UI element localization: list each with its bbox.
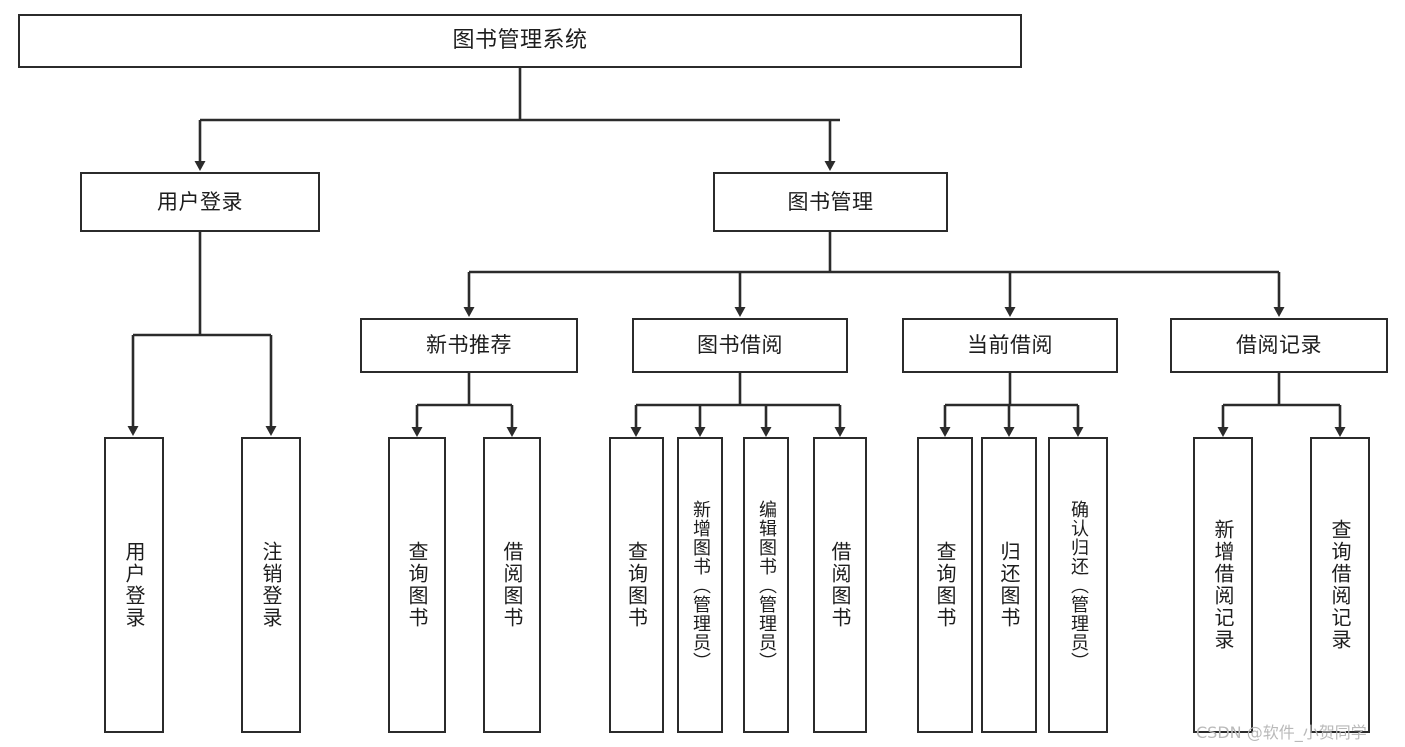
node-root[interactable]: 图书管理系统 <box>18 14 1022 68</box>
leaf-query-book-2[interactable]: 查询图书 <box>609 437 664 733</box>
leaf-edit-book-label: 编辑图书（管理员） <box>756 499 777 671</box>
node-new-book-rec-label: 新书推荐 <box>426 333 512 358</box>
node-user-login-label: 用户登录 <box>157 189 243 214</box>
leaf-add-record-label: 新增借阅记录 <box>1211 519 1235 651</box>
node-book-manage-label: 图书管理 <box>787 189 874 214</box>
node-borrow-record-label: 借阅记录 <box>1236 333 1322 358</box>
leaf-logout[interactable]: 注销登录 <box>241 437 301 733</box>
node-book-manage[interactable]: 图书管理 <box>713 172 948 232</box>
node-current-borrow-label: 当前借阅 <box>967 333 1053 358</box>
leaf-confirm-return[interactable]: 确认归还（管理员） <box>1048 437 1108 733</box>
leaf-return-book[interactable]: 归还图书 <box>981 437 1037 733</box>
node-user-login[interactable]: 用户登录 <box>80 172 320 232</box>
leaf-query-book-1[interactable]: 查询图书 <box>388 437 446 733</box>
csdn-watermark: CSDN @软件_小贺同学 <box>1196 723 1367 742</box>
leaf-user-login-label: 用户登录 <box>122 541 146 629</box>
leaf-confirm-return-label: 确认归还（管理员） <box>1068 499 1089 671</box>
leaf-borrow-book-2-label: 借阅图书 <box>828 541 852 629</box>
leaf-query-record-label: 查询借阅记录 <box>1328 519 1352 651</box>
leaf-borrow-book-1-label: 借阅图书 <box>500 541 524 629</box>
leaf-add-record[interactable]: 新增借阅记录 <box>1193 437 1253 733</box>
leaf-logout-label: 注销登录 <box>259 541 283 629</box>
leaf-query-book-1-label: 查询图书 <box>405 541 429 629</box>
leaf-query-book-3-label: 查询图书 <box>933 541 957 629</box>
leaf-borrow-book-2[interactable]: 借阅图书 <box>813 437 867 733</box>
leaf-query-book-3[interactable]: 查询图书 <box>917 437 973 733</box>
node-borrow-record[interactable]: 借阅记录 <box>1170 318 1388 373</box>
node-book-borrow-label: 图书借阅 <box>697 333 783 358</box>
leaf-add-book-label: 新增图书（管理员） <box>690 499 711 671</box>
node-current-borrow[interactable]: 当前借阅 <box>902 318 1118 373</box>
node-new-book-rec[interactable]: 新书推荐 <box>360 318 578 373</box>
node-root-label: 图书管理系统 <box>452 28 588 54</box>
leaf-return-book-label: 归还图书 <box>997 541 1021 629</box>
leaf-user-login[interactable]: 用户登录 <box>104 437 164 733</box>
leaf-borrow-book-1[interactable]: 借阅图书 <box>483 437 541 733</box>
leaf-edit-book[interactable]: 编辑图书（管理员） <box>743 437 789 733</box>
node-book-borrow[interactable]: 图书借阅 <box>632 318 848 373</box>
leaf-query-record[interactable]: 查询借阅记录 <box>1310 437 1370 733</box>
leaf-add-book[interactable]: 新增图书（管理员） <box>677 437 723 733</box>
leaf-query-book-2-label: 查询图书 <box>624 541 649 629</box>
